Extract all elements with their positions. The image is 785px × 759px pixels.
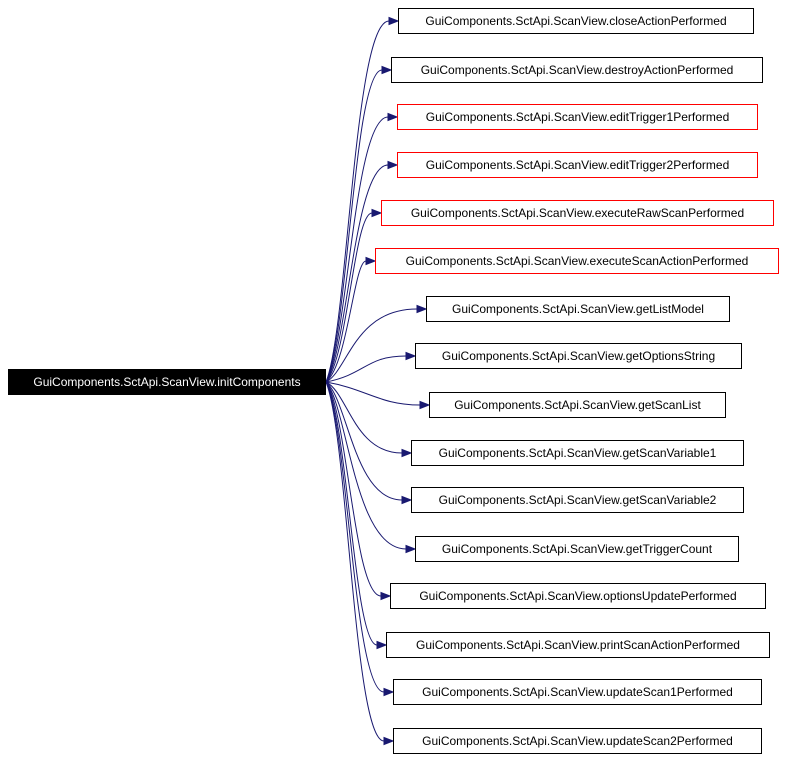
call-edge — [325, 381, 395, 697]
callee-node-get-scan-list[interactable]: GuiComponents.SctApi.ScanView.getScanLis… — [429, 392, 726, 418]
callee-node-get-trigger-count[interactable]: GuiComponents.SctApi.ScanView.getTrigger… — [415, 536, 739, 562]
callee-node-edit-trigger2[interactable]: GuiComponents.SctApi.ScanView.editTrigge… — [397, 152, 758, 178]
callee-node-update-scan2[interactable]: GuiComponents.SctApi.ScanView.updateScan… — [393, 728, 762, 754]
callee-node-close-action[interactable]: GuiComponents.SctApi.ScanView.closeActio… — [398, 8, 754, 34]
callee-node-destroy-action[interactable]: GuiComponents.SctApi.ScanView.destroyAct… — [391, 57, 763, 83]
call-edge — [325, 381, 413, 505]
call-edge — [325, 381, 431, 410]
callee-node-execute-scan-action[interactable]: GuiComponents.SctApi.ScanView.executeSca… — [375, 248, 779, 274]
call-edge — [325, 381, 392, 601]
call-edge — [325, 351, 417, 383]
callee-node-get-scan-variable1[interactable]: GuiComponents.SctApi.ScanView.getScanVar… — [411, 440, 744, 466]
callee-node-update-scan1[interactable]: GuiComponents.SctApi.ScanView.updateScan… — [393, 679, 762, 705]
call-edge — [325, 16, 400, 383]
callee-node-options-update[interactable]: GuiComponents.SctApi.ScanView.optionsUpd… — [390, 583, 766, 609]
call-edge — [325, 381, 417, 554]
callee-node-print-scan-action[interactable]: GuiComponents.SctApi.ScanView.printScanA… — [386, 632, 770, 658]
callee-node-execute-raw-scan[interactable]: GuiComponents.SctApi.ScanView.executeRaw… — [381, 200, 774, 226]
callee-node-get-list-model[interactable]: GuiComponents.SctApi.ScanView.getListMod… — [426, 296, 730, 322]
call-edge — [325, 304, 428, 383]
call-edge — [325, 381, 388, 650]
call-edge — [325, 381, 395, 746]
call-edge — [325, 160, 399, 383]
callee-node-edit-trigger1[interactable]: GuiComponents.SctApi.ScanView.editTrigge… — [397, 104, 758, 130]
call-edge — [325, 112, 399, 383]
call-edge — [325, 256, 377, 383]
call-edge — [325, 65, 393, 383]
callee-node-get-scan-variable2[interactable]: GuiComponents.SctApi.ScanView.getScanVar… — [411, 487, 744, 513]
root-node[interactable]: GuiComponents.SctApi.ScanView.initCompon… — [8, 369, 326, 395]
call-edge — [325, 208, 383, 383]
call-edge — [325, 381, 413, 458]
callee-node-get-options-string[interactable]: GuiComponents.SctApi.ScanView.getOptions… — [415, 343, 742, 369]
